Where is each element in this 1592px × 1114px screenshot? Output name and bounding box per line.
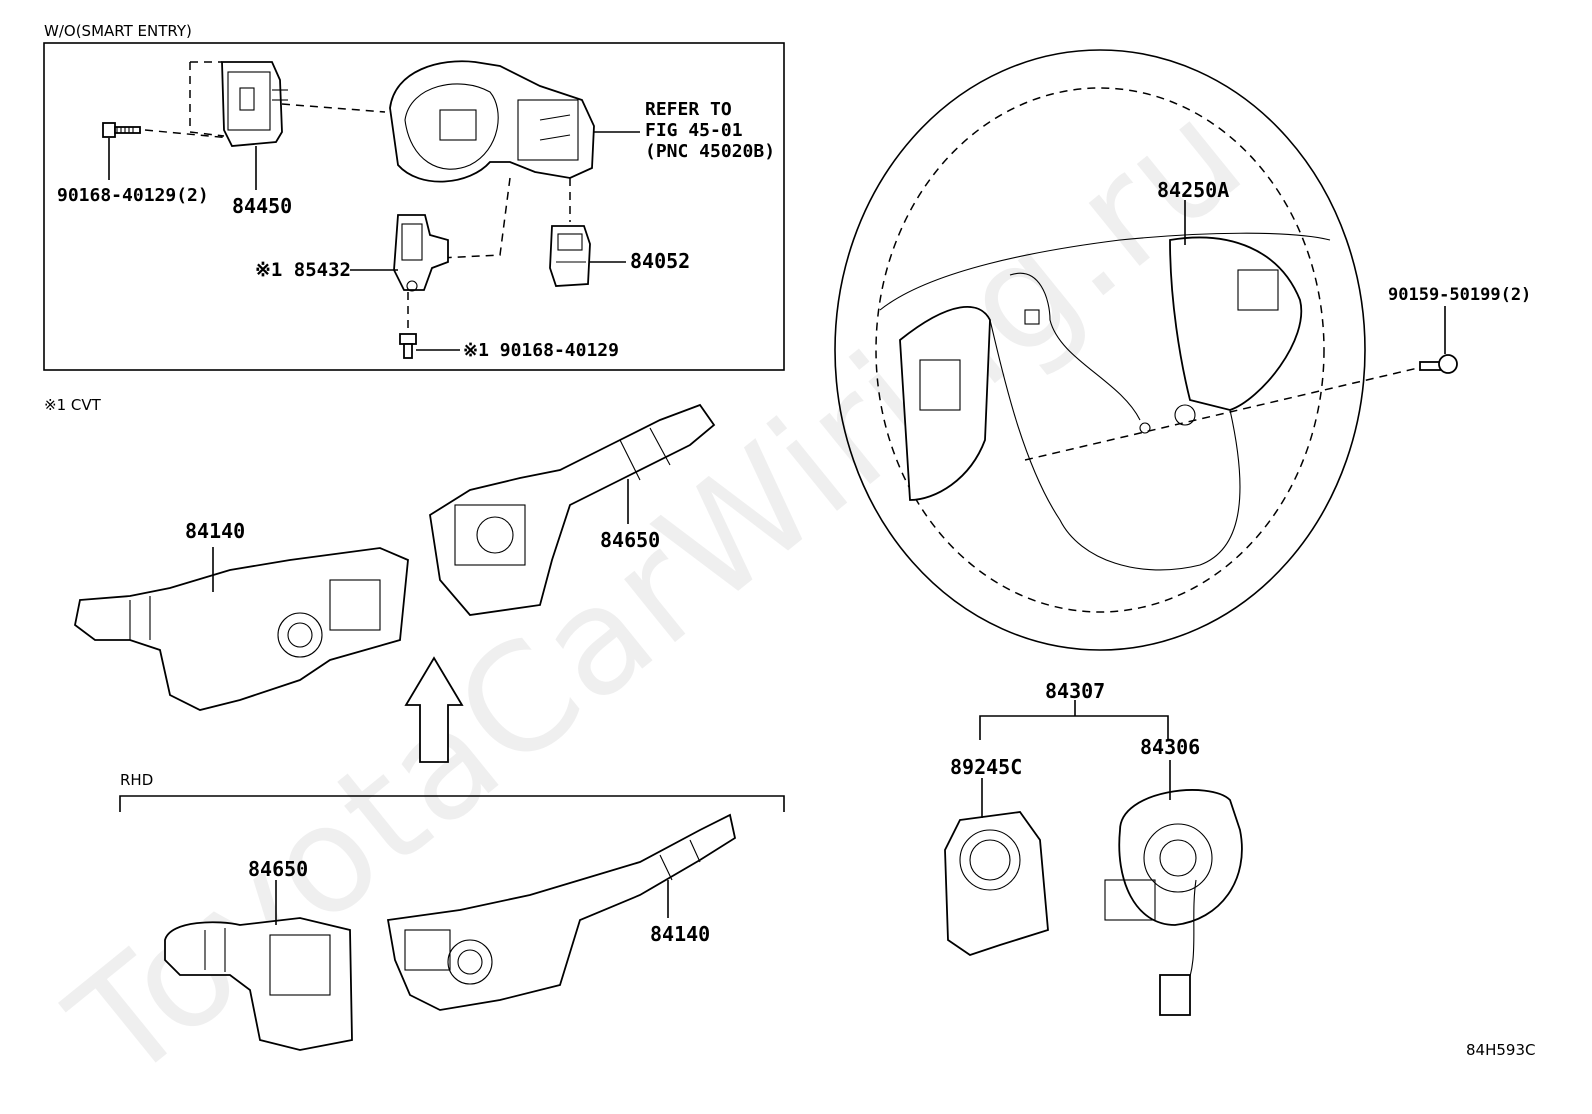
steering-sensor-89245C-icon xyxy=(944,811,1049,956)
label-89245C: 89245C xyxy=(950,755,1023,779)
label-90168-40129-2: 90168-40129(2) xyxy=(57,185,209,206)
label-84650-lower: 84650 xyxy=(248,857,309,881)
label-90168-40129: ※1 90168-40129 xyxy=(463,340,619,361)
steering-wheel-icon xyxy=(834,49,1366,651)
up-arrow-icon xyxy=(404,656,464,763)
part-84052-icon xyxy=(549,225,591,287)
refer-line-1: REFER TO xyxy=(645,99,732,120)
smart-entry-box xyxy=(43,42,785,371)
wiper-switch-84650-icon xyxy=(429,403,716,616)
diagram-code: 84H593C xyxy=(1466,1041,1536,1059)
bolt-90168-icon xyxy=(102,122,141,138)
part-84450-icon xyxy=(221,61,288,147)
spiral-cable-84306-icon xyxy=(1104,789,1243,1016)
refer-line-3: (PNC 45020B) xyxy=(645,141,776,162)
label-85432: ※1 85432 xyxy=(255,259,351,281)
combination-switch-84140-rhd-icon xyxy=(386,813,737,1011)
label-84052: 84052 xyxy=(630,249,691,273)
label-90159-50199: 90159-50199(2) xyxy=(1388,285,1532,305)
rhd-label: RHD xyxy=(120,771,154,789)
label-84140-upper: 84140 xyxy=(185,519,246,543)
label-84140-lower: 84140 xyxy=(650,922,711,946)
label-84650-upper: 84650 xyxy=(600,528,661,552)
label-84450: 84450 xyxy=(232,194,293,218)
part-85432-icon xyxy=(393,214,449,292)
lock-housing-icon xyxy=(389,60,595,183)
bolt-small-icon xyxy=(399,333,417,359)
refer-line-2: FIG 45-01 xyxy=(645,120,743,141)
combination-switch-84140-icon xyxy=(74,547,409,711)
label-84307: 84307 xyxy=(1045,679,1106,703)
wiper-switch-84650-rhd-icon xyxy=(164,917,353,1051)
cvt-note: ※1 CVT xyxy=(44,396,101,414)
bolt-90159-icon xyxy=(1419,354,1458,374)
label-84250A: 84250A xyxy=(1157,178,1230,202)
smart-entry-title: W/O(SMART ENTRY) xyxy=(44,22,192,40)
label-84306: 84306 xyxy=(1140,735,1201,759)
